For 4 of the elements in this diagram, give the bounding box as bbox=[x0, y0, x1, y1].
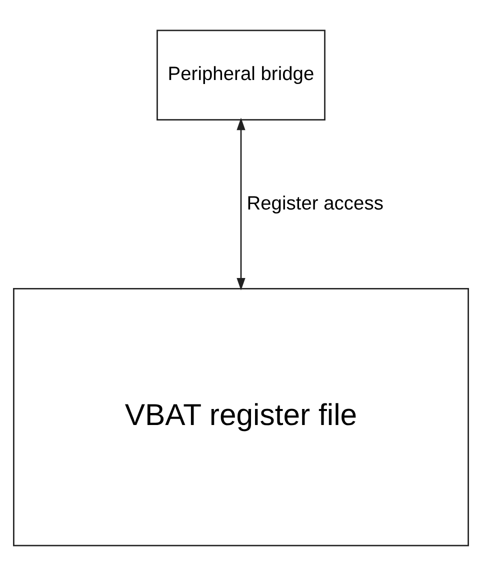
node-box: Peripheral bridge bbox=[156, 30, 326, 120]
node-box: VBAT register file bbox=[13, 288, 469, 546]
edge-label: Register access bbox=[246, 193, 384, 214]
arrow bbox=[236, 118, 246, 290]
